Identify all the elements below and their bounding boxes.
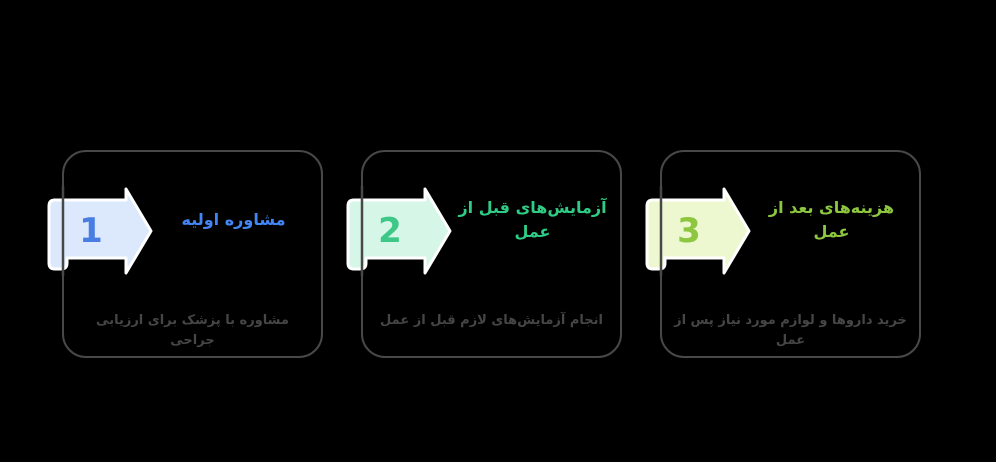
step-number-3: 3 [677, 211, 701, 251]
arrow-graphic-1 [47, 186, 153, 276]
step-arrow-2: 2 [344, 186, 454, 276]
step-title-2: آزمایش‌های قبل از عمل [458, 198, 607, 241]
step-card-1: 1 مشاوره اولیه مشاوره با پزشک برای ارزیا… [47, 150, 323, 358]
step-description-2: انجام آزمایش‌های لازم قبل از عمل [380, 313, 603, 328]
step-title-3: هزینه‌های بعد از عمل [768, 198, 895, 241]
step-title-1: مشاوره اولیه [181, 210, 286, 229]
step-card-3: 3 هزینه‌های بعد از عمل خرید داروها و لوا… [645, 150, 921, 358]
step-arrow-1: 1 [45, 186, 155, 276]
step-number-1: 1 [79, 211, 103, 251]
arrow-shape-2 [346, 187, 452, 275]
arrow-shape-3 [645, 187, 751, 275]
step-card-2: 2 آزمایش‌های قبل از عمل انجام آزمایش‌های… [346, 150, 622, 358]
step-description-3: خرید داروها و لوازم مورد نیاز پس از عمل [674, 313, 907, 348]
step-arrow-3: 3 [643, 186, 753, 276]
step-number-2: 2 [378, 211, 402, 251]
arrow-shape-1 [47, 187, 153, 275]
arrow-graphic-3 [645, 186, 751, 276]
arrow-graphic-2 [346, 186, 452, 276]
step-description-1: مشاوره با پزشک برای ارزیابی جراحی [96, 313, 289, 348]
